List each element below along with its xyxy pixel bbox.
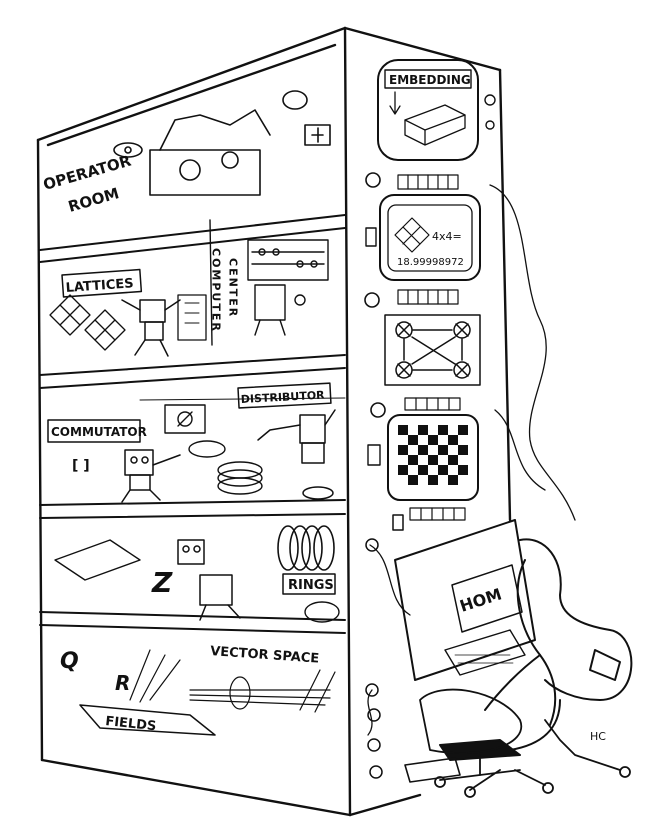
indicator-light-icon — [364, 292, 380, 308]
hom-label: HOM — [457, 584, 504, 615]
hom-terminal: HOM — [394, 519, 536, 681]
checkerboard-monitor — [387, 414, 479, 501]
foot-pedal[interactable] — [404, 757, 461, 783]
switch-icon[interactable] — [365, 227, 377, 247]
commutator-section: COMMUTATOR [ ] — [47, 404, 263, 503]
vector-space-label: VECTOR SPACE — [210, 644, 320, 667]
vector-space-section: Q VECTOR SPACE R FIELDS — [60, 644, 336, 736]
embedding-label: EMBEDDING — [389, 73, 471, 87]
lattice-screen-icon — [394, 217, 430, 253]
screen-value: 18.99998972 — [397, 257, 464, 268]
light-strip-4 — [409, 507, 466, 521]
coil-stack — [217, 461, 263, 495]
operator-machinery — [113, 90, 331, 196]
empty-set-box — [164, 404, 206, 434]
ring-floor — [304, 601, 340, 623]
shelves — [39, 214, 346, 634]
operator-room-label-1: OPERATOR — [41, 151, 133, 193]
office-chair[interactable] — [419, 688, 631, 798]
ring-small — [188, 440, 226, 458]
vector-arrows — [129, 649, 336, 713]
fields-sheet — [79, 704, 216, 736]
operator-room-label-2: ROOM — [66, 184, 121, 216]
indicator-light-icon — [365, 172, 381, 188]
computer-center-label-2: CENTER — [227, 258, 240, 318]
light-strip-1 — [397, 174, 459, 190]
z-symbol: Z — [151, 566, 173, 599]
operator-room: OPERATOR ROOM — [41, 90, 331, 216]
light-strip-2 — [397, 289, 459, 305]
rings-label: RINGS — [288, 578, 334, 593]
light-strip-3 — [404, 397, 461, 411]
switch-icon[interactable] — [367, 444, 381, 466]
robot-lattices — [121, 299, 181, 357]
calc-monitor: 4x4= 18.99998972 — [379, 194, 481, 281]
computer-center: COMPUTER CENTER — [210, 239, 329, 336]
indicator-light-icon — [370, 402, 386, 418]
knob-icon[interactable] — [484, 94, 496, 106]
ramp-platform — [54, 539, 141, 581]
ring-coil-large — [277, 525, 335, 571]
robot-rings — [177, 539, 241, 621]
screen-formula: 4x4= — [432, 230, 462, 243]
computer-center-label-1: COMPUTER — [210, 248, 223, 333]
morphism-diagram — [384, 314, 481, 386]
keyboard[interactable] — [444, 629, 526, 676]
q-symbol: Q — [60, 649, 79, 674]
embedding-monitor: EMBEDDING — [377, 59, 496, 161]
cables — [367, 184, 576, 736]
commutator-label: COMMUTATOR — [51, 425, 147, 439]
r-symbol: R — [115, 671, 130, 695]
operator-person — [439, 538, 633, 761]
robot-commutator — [121, 449, 181, 503]
cabinet-frame — [36, 26, 512, 817]
fields-label: FIELDS — [105, 714, 157, 734]
lattice-grid-icon — [49, 294, 126, 351]
knob-icon[interactable] — [485, 120, 495, 130]
lower-knobs — [365, 514, 404, 779]
rings-section: Z RINGS — [54, 525, 340, 623]
embedding-diagram — [389, 91, 466, 146]
lattices-section: LATTICES — [49, 268, 207, 357]
robot-distributor — [257, 409, 336, 500]
lattices-label: LATTICES — [65, 276, 134, 296]
signature: HC — [590, 730, 606, 743]
commutator-bracket: [ ] — [72, 458, 90, 474]
distributor-label: DISTRIBUTOR — [240, 389, 325, 406]
abacus-machine — [247, 239, 329, 336]
distributor-section: DISTRIBUTOR — [237, 382, 336, 500]
